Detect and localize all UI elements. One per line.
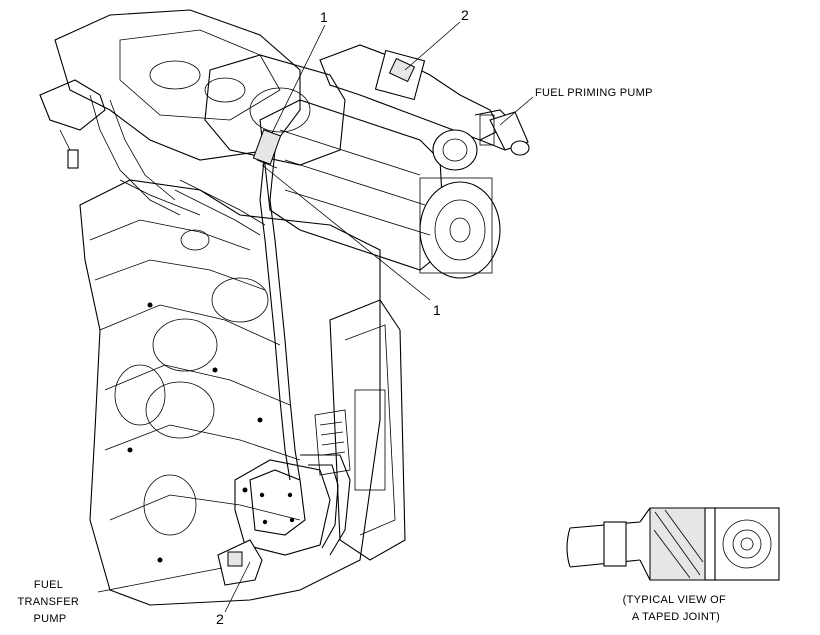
fuel-injector (39, 79, 106, 169)
taped-joint-right (388, 57, 416, 83)
callout-2-top: 2 (461, 7, 469, 23)
label-fuel-transfer-pump: FUEL TRANSFER PUMP (17, 579, 82, 625)
taped-joint-upper (252, 129, 282, 169)
label-typical-view-line-1: (TYPICAL VIEW OF (623, 594, 726, 606)
engine-block (79, 179, 381, 606)
callout-1-top: 1 (320, 9, 328, 25)
taped-joint-inset (566, 507, 780, 581)
label-typical-view: (TYPICAL VIEW OF A TAPED JOINT) (623, 594, 730, 623)
fuel-lines (119, 149, 351, 556)
leader-lines (97, 21, 534, 613)
label-fuel-transfer-pump-line-1: FUEL (34, 579, 63, 591)
label-fuel-transfer-pump-line-3: PUMP (34, 613, 67, 625)
fuel-manifold (319, 44, 521, 171)
fuel-priming-pump (479, 111, 530, 156)
callout-2-bottom: 2 (216, 611, 224, 627)
label-typical-view-line-2: A TAPED JOINT) (632, 611, 720, 623)
starter-motor (259, 99, 501, 279)
label-fuel-priming-pump: FUEL PRIMING PUMP (535, 87, 653, 99)
flywheel-housing (314, 299, 406, 561)
fuel-transfer-pump (217, 459, 331, 586)
cylinder-head (54, 9, 301, 216)
callout-1-middle: 1 (433, 302, 441, 318)
fuel-filter-housing (204, 54, 346, 166)
label-fuel-transfer-pump-line-2: TRANSFER (17, 596, 79, 608)
